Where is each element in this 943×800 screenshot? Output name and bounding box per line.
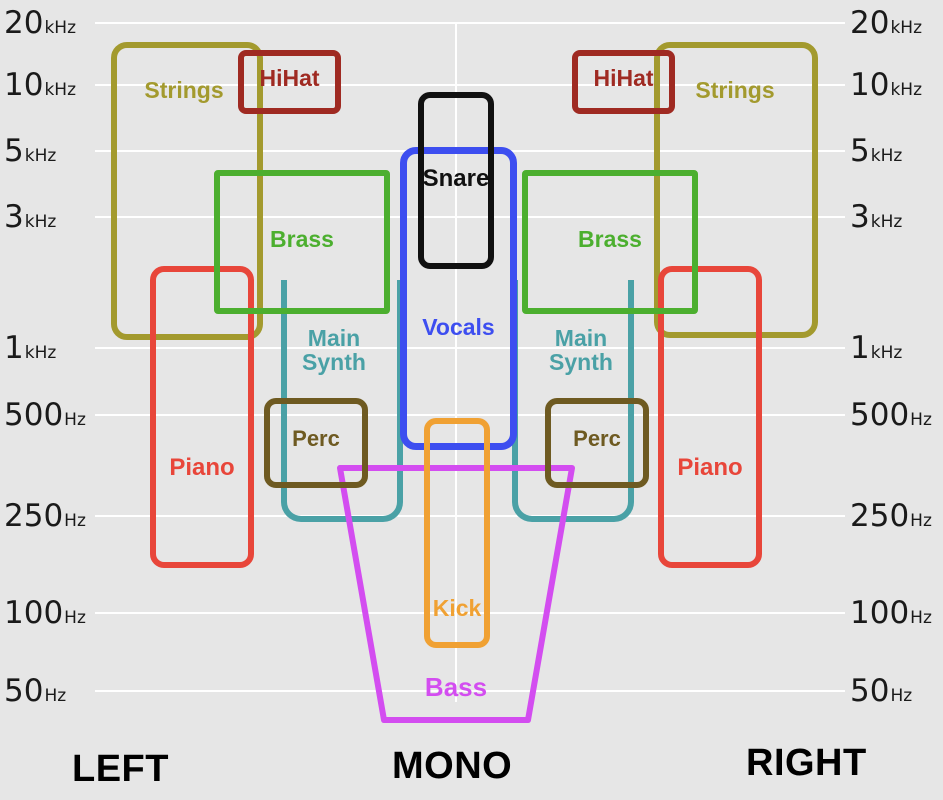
main-synth-label-right: Main Synth [533,326,629,374]
axis-mono-label: MONO [392,745,512,788]
main-synth-label-right-line1: Main [533,326,629,350]
vocals-label: Vocals [400,315,517,339]
perc-label-right: Perc [545,427,649,450]
main-synth-label-right-line2: Synth [533,350,629,374]
snare-label: Snare [412,166,500,191]
hihat-label-right: HiHat [572,66,675,90]
brass-label-left: Brass [214,227,390,251]
main-synth-label-left: Main Synth [286,326,382,374]
kick-label: Kick [418,596,496,620]
bass-label: Bass [406,674,506,701]
main-synth-label-left-line1: Main [286,326,382,350]
hihat-label-left: HiHat [238,66,341,90]
strings-label-right: Strings [675,78,795,102]
main-synth-label-left-line2: Synth [286,350,382,374]
axis-right-label: RIGHT [746,742,867,785]
perc-label-left: Perc [264,427,368,450]
piano-label-left: Piano [150,455,254,480]
brass-label-right: Brass [522,227,698,251]
piano-label-right: Piano [658,455,762,480]
strings-label-left: Strings [124,78,244,102]
axis-left-label: LEFT [72,748,169,791]
